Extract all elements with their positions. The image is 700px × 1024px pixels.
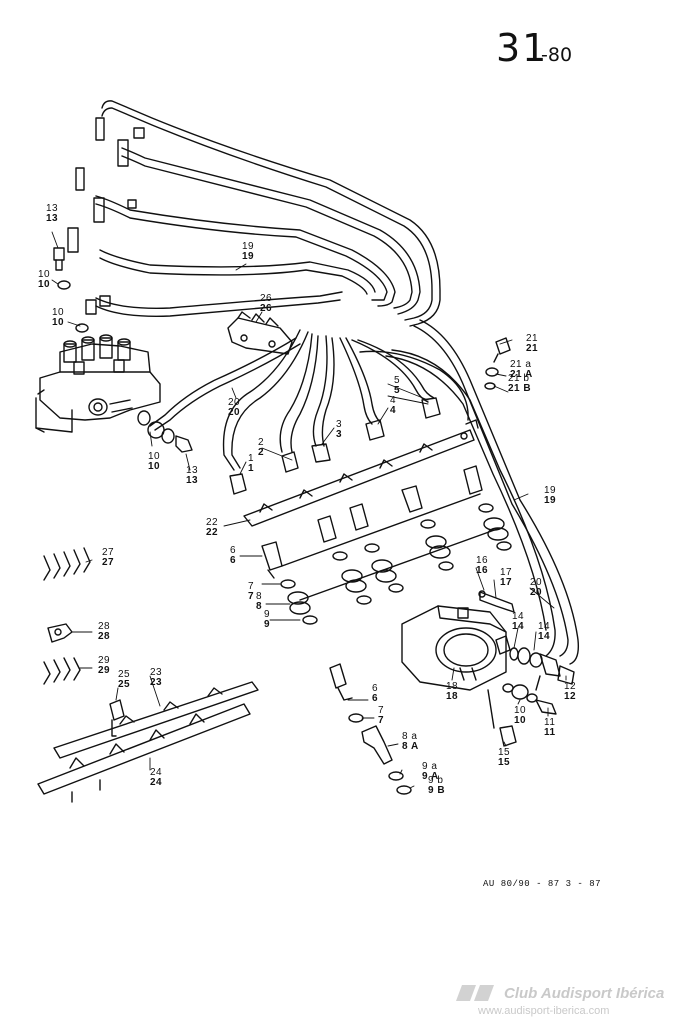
catalog-reference: AU 80/90 - 87 3 - 87 <box>483 879 602 889</box>
banjo-bolt-13-top <box>53 247 89 333</box>
page-number: 31 <box>496 26 549 70</box>
injector-rail-22 <box>243 419 479 527</box>
bolt-25 <box>109 699 125 737</box>
pipe-end-fittings <box>67 117 145 315</box>
pipe-holder-26 <box>227 311 293 355</box>
clips-27-28-29 <box>43 547 91 685</box>
club-logo-icon <box>456 985 494 1001</box>
injectors-and-seals <box>261 465 512 625</box>
leader-lines <box>51 231 567 789</box>
warm-up-regulator-18 <box>401 605 511 691</box>
injector-line-nuts <box>229 397 441 495</box>
banjo-bolt-11 <box>502 675 557 715</box>
watermark-name: Club Audisport Ibérica <box>504 985 665 1002</box>
cold-start-injector <box>329 663 412 795</box>
return-lines-19-20 <box>385 319 580 665</box>
banjo-bolt-13-lower <box>137 410 193 453</box>
bolt-16-17 <box>478 590 515 613</box>
rail-23-24 <box>37 681 259 803</box>
plug-15 <box>487 689 517 747</box>
bolt-21 <box>484 337 511 390</box>
fittings-12-14 <box>509 647 575 685</box>
watermark-url: www.audisport-iberica.com <box>478 1005 610 1017</box>
page-suffix: -80 <box>541 44 573 66</box>
fuel-distributor <box>35 334 161 433</box>
injector-pipe-bundle <box>95 100 441 327</box>
